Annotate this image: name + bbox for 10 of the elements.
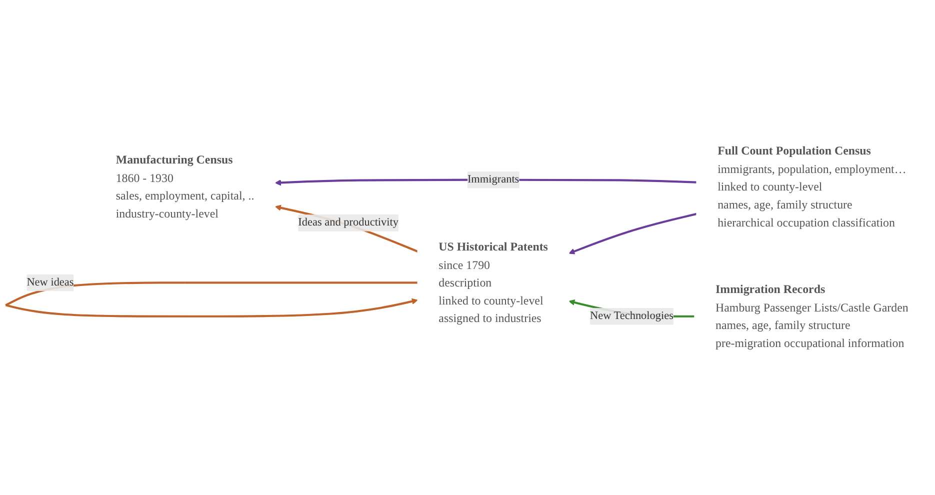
node-text: Full Count Population Census immigrants, population, employment… linked to county-level names, age, family structure hierarchical occupation classification <box>718 144 906 230</box>
edge-label: Immigrants <box>467 174 520 186</box>
edge-label: New Technologies <box>590 310 674 322</box>
edge-label: Ideas and productivity <box>298 216 399 229</box>
edge-label: New ideas <box>26 276 74 289</box>
arrow <box>568 213 697 255</box>
node-text: US Historical Patents since 1790 description linked to county-level assigned to industries <box>438 240 548 326</box>
node-text: Manufacturing Census 1860 - 1930 sales, employment, capital, .. industry-county-level <box>116 154 254 220</box>
node-text: Immigration Records Hamburg Passenger Lists/Castle Garden names, age, family structure pre-migration occupational information <box>716 283 908 350</box>
arrow <box>274 205 418 253</box>
